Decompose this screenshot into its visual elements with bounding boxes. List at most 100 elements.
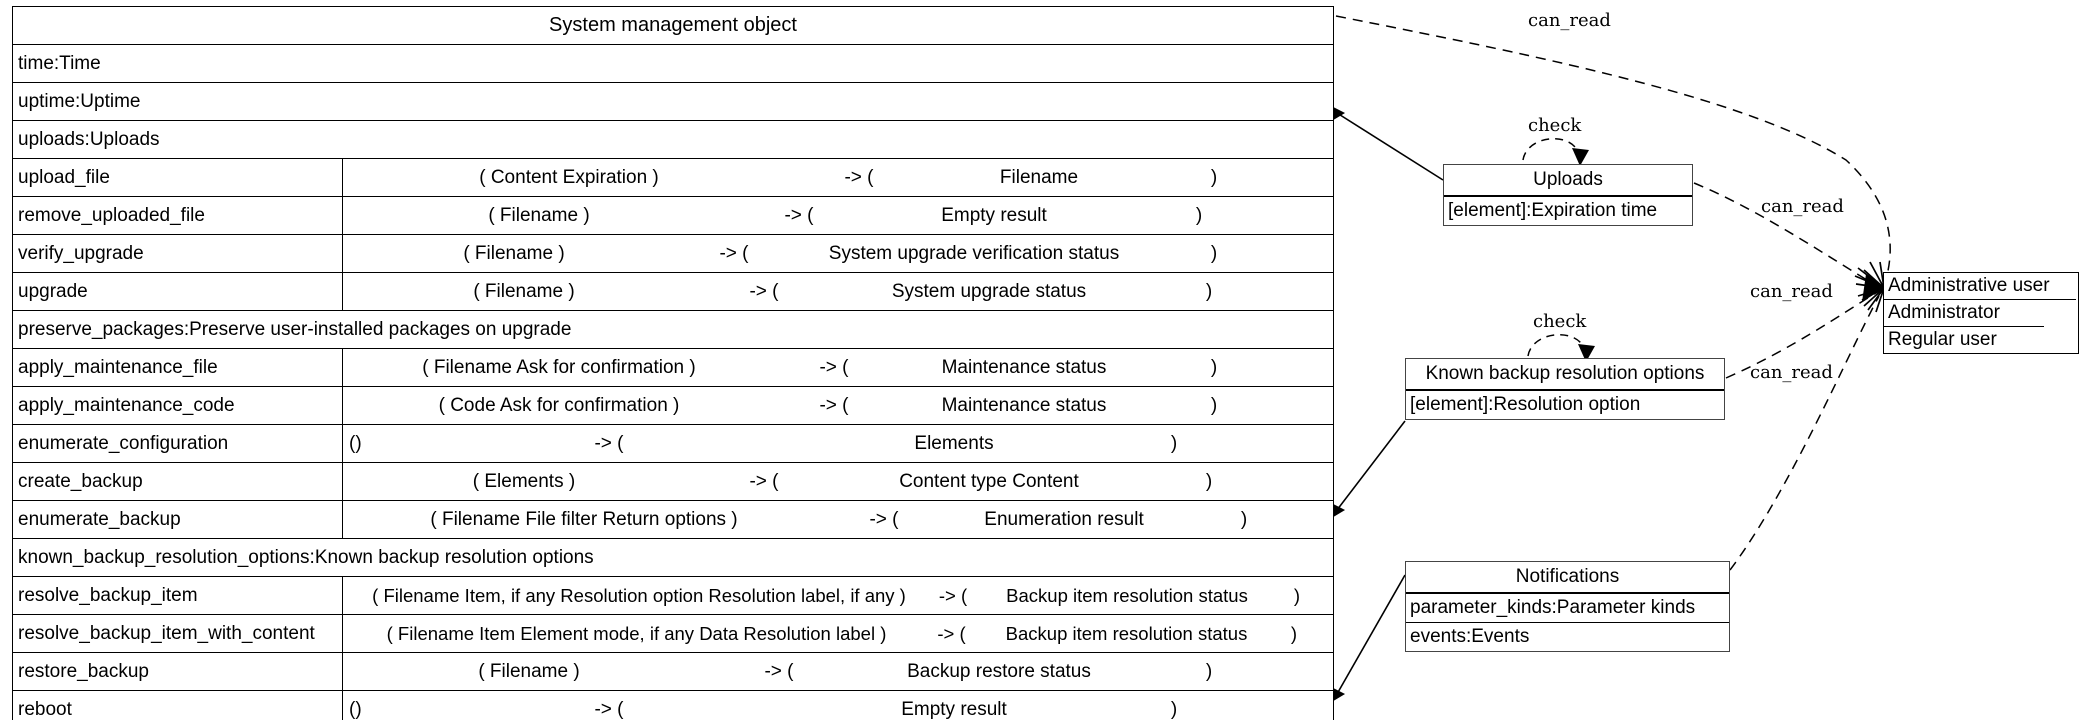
method-name: apply_maintenance_code (13, 387, 343, 424)
edge-label-can-read-uploads: can_read (1761, 196, 1844, 217)
signature-arrow: -> ( (784, 204, 814, 226)
dep-can-read-main (1335, 15, 1891, 287)
signature-input: ( Elements ) (472, 470, 576, 492)
signature-output: Maintenance status (941, 394, 1107, 416)
method-name: resolve_backup_item (13, 577, 343, 614)
method-name: remove_uploaded_file (13, 197, 343, 234)
actor-role-regular-user: Regular user (1888, 329, 1997, 350)
signature-close-paren: ) (1205, 660, 1213, 682)
method-name: enumerate_backup (13, 501, 343, 538)
signature-input: ( Filename Ask for confirmation ) (422, 356, 696, 378)
signature-close-paren: ) (1210, 166, 1218, 188)
attribute-row-known-backup-resolution-options: known_backup_resolution_options:Known ba… (13, 539, 1333, 577)
method-signature: ( Filename ) -> ( System upgrade verific… (343, 235, 1333, 272)
class-title-row: System management object (13, 7, 1333, 45)
method-row-upload-file: upload_file ( Content Expiration ) -> ( … (13, 159, 1333, 197)
signature-output: Enumeration result (984, 508, 1144, 530)
signature-output: Maintenance status (941, 356, 1107, 378)
signature-arrow: -> ( (719, 242, 749, 264)
signature-close-paren: ) (1205, 470, 1213, 492)
method-name: enumerate_configuration (13, 425, 343, 462)
method-name: restore_backup (13, 653, 343, 690)
signature-input: ( Content Expiration ) (479, 166, 659, 188)
method-row-resolve-backup-item: resolve_backup_item ( Filename Item, if … (13, 577, 1333, 615)
method-name: reboot (13, 691, 343, 720)
method-row-reboot: reboot () -> ( Empty result ) (13, 691, 1333, 720)
method-row-enumerate-backup: enumerate_backup ( Filename File filter … (13, 501, 1333, 539)
attribute-row-uploads: uploads:Uploads (13, 121, 1333, 159)
method-row-create-backup: create_backup ( Elements ) -> ( Content … (13, 463, 1333, 501)
edge-label-check-kbro: check (1533, 311, 1587, 332)
signature-input: ( Filename Item, if any Resolution optio… (372, 584, 906, 606)
signature-close-paren: ) (1170, 432, 1178, 454)
signature-close-paren: ) (1205, 280, 1213, 302)
method-name: resolve_backup_item_with_content (13, 615, 343, 652)
signature-output: Content type Content (899, 470, 1079, 492)
signature-close-paren: ) (1170, 698, 1178, 720)
method-row-remove-uploaded-file: remove_uploaded_file ( Filename ) -> ( E… (13, 197, 1333, 235)
method-signature: ( Filename Item, if any Resolution optio… (343, 577, 1333, 614)
class-title: Known backup resolution options (1406, 359, 1724, 391)
method-row-resolve-backup-item-with-content: resolve_backup_item_with_content ( Filen… (13, 615, 1333, 653)
method-row-apply-maintenance-code: apply_maintenance_code ( Code Ask for co… (13, 387, 1333, 425)
signature-output: Backup item resolution status (1005, 622, 1248, 644)
signature-output: Elements (914, 432, 994, 454)
selfloop-check-kbro (1527, 333, 1587, 357)
attribute-label: parameter_kinds:Parameter kinds (1406, 594, 1729, 623)
signature-close-paren: ) (1195, 204, 1203, 226)
signature-arrow: -> ( (819, 356, 849, 378)
dep-can-read-notifications (1729, 295, 1880, 571)
signature-input: ( Filename ) (463, 242, 565, 264)
method-name: upgrade (13, 273, 343, 310)
signature-arrow: -> ( (938, 584, 968, 606)
method-signature: ( Filename ) -> ( System upgrade status … (343, 273, 1333, 310)
assoc-main-notifications (1336, 574, 1406, 695)
signature-output: System upgrade status (891, 280, 1087, 302)
selfloop-check-uploads (1522, 137, 1581, 161)
signature-output: System upgrade verification status (828, 242, 1120, 264)
arrowhead-solid (1862, 274, 1884, 302)
method-signature: ( Elements ) -> ( Content type Content ) (343, 463, 1333, 500)
method-name: apply_maintenance_file (13, 349, 343, 386)
signature-arrow: -> ( (844, 166, 874, 188)
attribute-label: preserve_packages:Preserve user-installe… (18, 318, 572, 340)
dependency-arrowhead-cluster (1854, 261, 1885, 313)
signature-input: ( Filename Item Element mode, if any Dat… (386, 622, 887, 644)
attribute-label: uploads:Uploads (18, 128, 160, 150)
signature-arrow: -> ( (594, 698, 624, 720)
signature-close-paren: ) (1210, 356, 1218, 378)
attribute-row-uptime: uptime:Uptime (13, 83, 1333, 121)
assoc-main-kbro (1336, 420, 1406, 511)
signature-arrow: -> ( (869, 508, 899, 530)
edge-label-can-read-notifications: can_read (1750, 362, 1833, 383)
method-signature: ( Filename Ask for confirmation ) -> ( M… (343, 349, 1333, 386)
signature-input: ( Filename ) (488, 204, 590, 226)
signature-output: Backup restore status (907, 660, 1091, 682)
method-row-apply-maintenance-file: apply_maintenance_file ( Filename Ask fo… (13, 349, 1333, 387)
signature-output: Empty result (901, 698, 1007, 720)
class-box-known-backup-resolution-options: Known backup resolution options [element… (1405, 358, 1725, 420)
class-title: System management object (549, 14, 797, 36)
class-title: Uploads (1444, 165, 1692, 197)
edge-label-check-uploads: check (1528, 115, 1582, 136)
attribute-label: [element]:Resolution option (1410, 394, 1641, 415)
signature-input: ( Code Ask for confirmation ) (438, 394, 680, 416)
signature-arrow: -> ( (764, 660, 794, 682)
actor-title: Administrative user (1884, 273, 2076, 300)
signature-input: ( Filename ) (478, 660, 580, 682)
signature-output: Filename (999, 166, 1079, 188)
edge-label-can-read-main: can_read (1528, 10, 1611, 31)
signature-close-paren: ) (1293, 584, 1301, 606)
signature-close-paren: ) (1210, 242, 1218, 264)
signature-close-paren: ) (1240, 508, 1248, 530)
method-signature: ( Content Expiration ) -> ( Filename ) (343, 159, 1333, 196)
method-signature: () -> ( Elements ) (343, 425, 1333, 462)
method-row-enumerate-configuration: enumerate_configuration () -> ( Elements… (13, 425, 1333, 463)
signature-close-paren: ) (1290, 622, 1298, 644)
signature-input: () (349, 432, 362, 454)
signature-input: ( Filename File filter Return options ) (430, 508, 738, 530)
attribute-label: events:Events (1410, 626, 1530, 647)
method-signature: ( Filename ) -> ( Empty result ) (343, 197, 1333, 234)
method-signature: ( Filename File filter Return options ) … (343, 501, 1333, 538)
